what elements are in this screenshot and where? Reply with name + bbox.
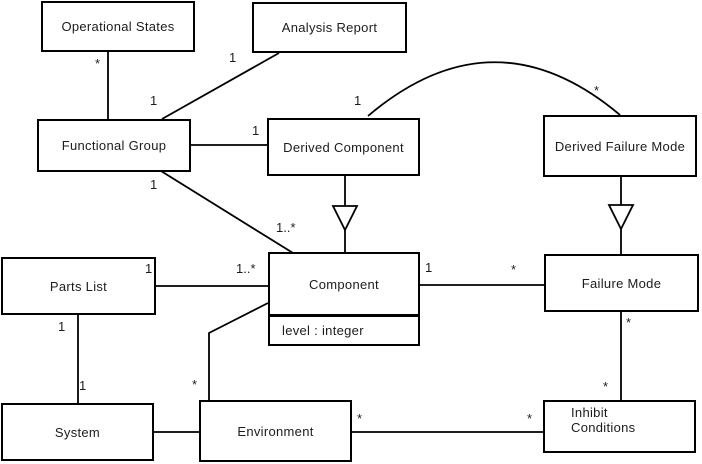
mult-derived-component-left-end: 1 <box>252 123 260 138</box>
mult-fg-component-comp-end: 1..* <box>276 220 296 235</box>
mult-env-inhibit-env-end: * <box>357 411 363 426</box>
mult-comp-fm-fm-end: * <box>511 262 517 277</box>
class-name-environment: Environment <box>237 423 314 439</box>
class-name-system: System <box>54 424 101 440</box>
class-name-operational-states: Operational States <box>61 19 175 34</box>
class-box-component: Component level : integer <box>268 252 420 346</box>
mult-pl-system-pl-end: 1 <box>58 319 66 334</box>
mult-analysis-report-end: 1 <box>229 50 237 65</box>
class-box-inhibit-conditions: Inhibit Conditions <box>543 400 696 453</box>
class-name-derived-failure-mode: Derived Failure Mode <box>554 138 686 154</box>
mult-parts-list-comp-comp-end: 1..* <box>236 261 256 276</box>
class-box-derived-failure-mode: Derived Failure Mode <box>543 115 697 177</box>
mult-parts-list-comp-pl-end: 1 <box>145 261 153 276</box>
attribute-level: level : integer <box>282 323 364 338</box>
mult-fg-component-fg-end: 1 <box>150 177 158 192</box>
class-name-parts-list: Parts List <box>49 278 108 294</box>
mult-os-functional-group-end: 1 <box>150 93 158 108</box>
mult-env-inhibit-inhibit-end: * <box>527 411 533 426</box>
class-box-operational-states: Operational States <box>41 1 195 52</box>
class-attributes-component: level : integer <box>270 314 418 344</box>
mult-fm-inhibit-inhibit-end: * <box>603 379 609 394</box>
generalization-triangle-failure-mode <box>607 204 635 232</box>
mult-arc-derived-component-end: 1 <box>354 93 362 108</box>
class-name-derived-component: Derived Component <box>283 139 404 155</box>
mult-pl-system-sys-end: 1 <box>79 378 87 393</box>
edge-component-environment <box>208 302 269 401</box>
generalization-triangle-component <box>331 205 359 233</box>
class-box-functional-group: Functional Group <box>37 119 191 172</box>
edge-derived-component-derived-failure-mode-arc <box>367 61 621 117</box>
class-name-functional-group: Functional Group <box>61 138 167 153</box>
class-name-analysis-report: Analysis Report <box>281 20 378 35</box>
mult-comp-fm-comp-end: 1 <box>425 260 433 275</box>
class-box-failure-mode: Failure Mode <box>544 254 699 312</box>
class-box-analysis-report: Analysis Report <box>252 2 407 53</box>
class-name-failure-mode: Failure Mode <box>581 275 662 291</box>
class-box-parts-list: Parts List <box>1 257 156 315</box>
class-box-derived-component: Derived Component <box>267 118 420 176</box>
mult-operational-states-end: * <box>95 56 101 71</box>
edge-analysis-report-functional-group <box>161 52 280 120</box>
class-box-system: System <box>1 403 154 461</box>
mult-arc-derived-failure-mode-end: * <box>594 83 600 98</box>
class-name-component: Component <box>309 276 379 292</box>
mult-fm-inhibit-fm-end: * <box>626 315 632 330</box>
class-name-inhibit-conditions: Inhibit Conditions <box>571 405 636 435</box>
mult-comp-env-env-end: * <box>192 377 198 392</box>
class-box-environment: Environment <box>199 400 352 462</box>
edge-functional-group-component <box>160 170 294 254</box>
